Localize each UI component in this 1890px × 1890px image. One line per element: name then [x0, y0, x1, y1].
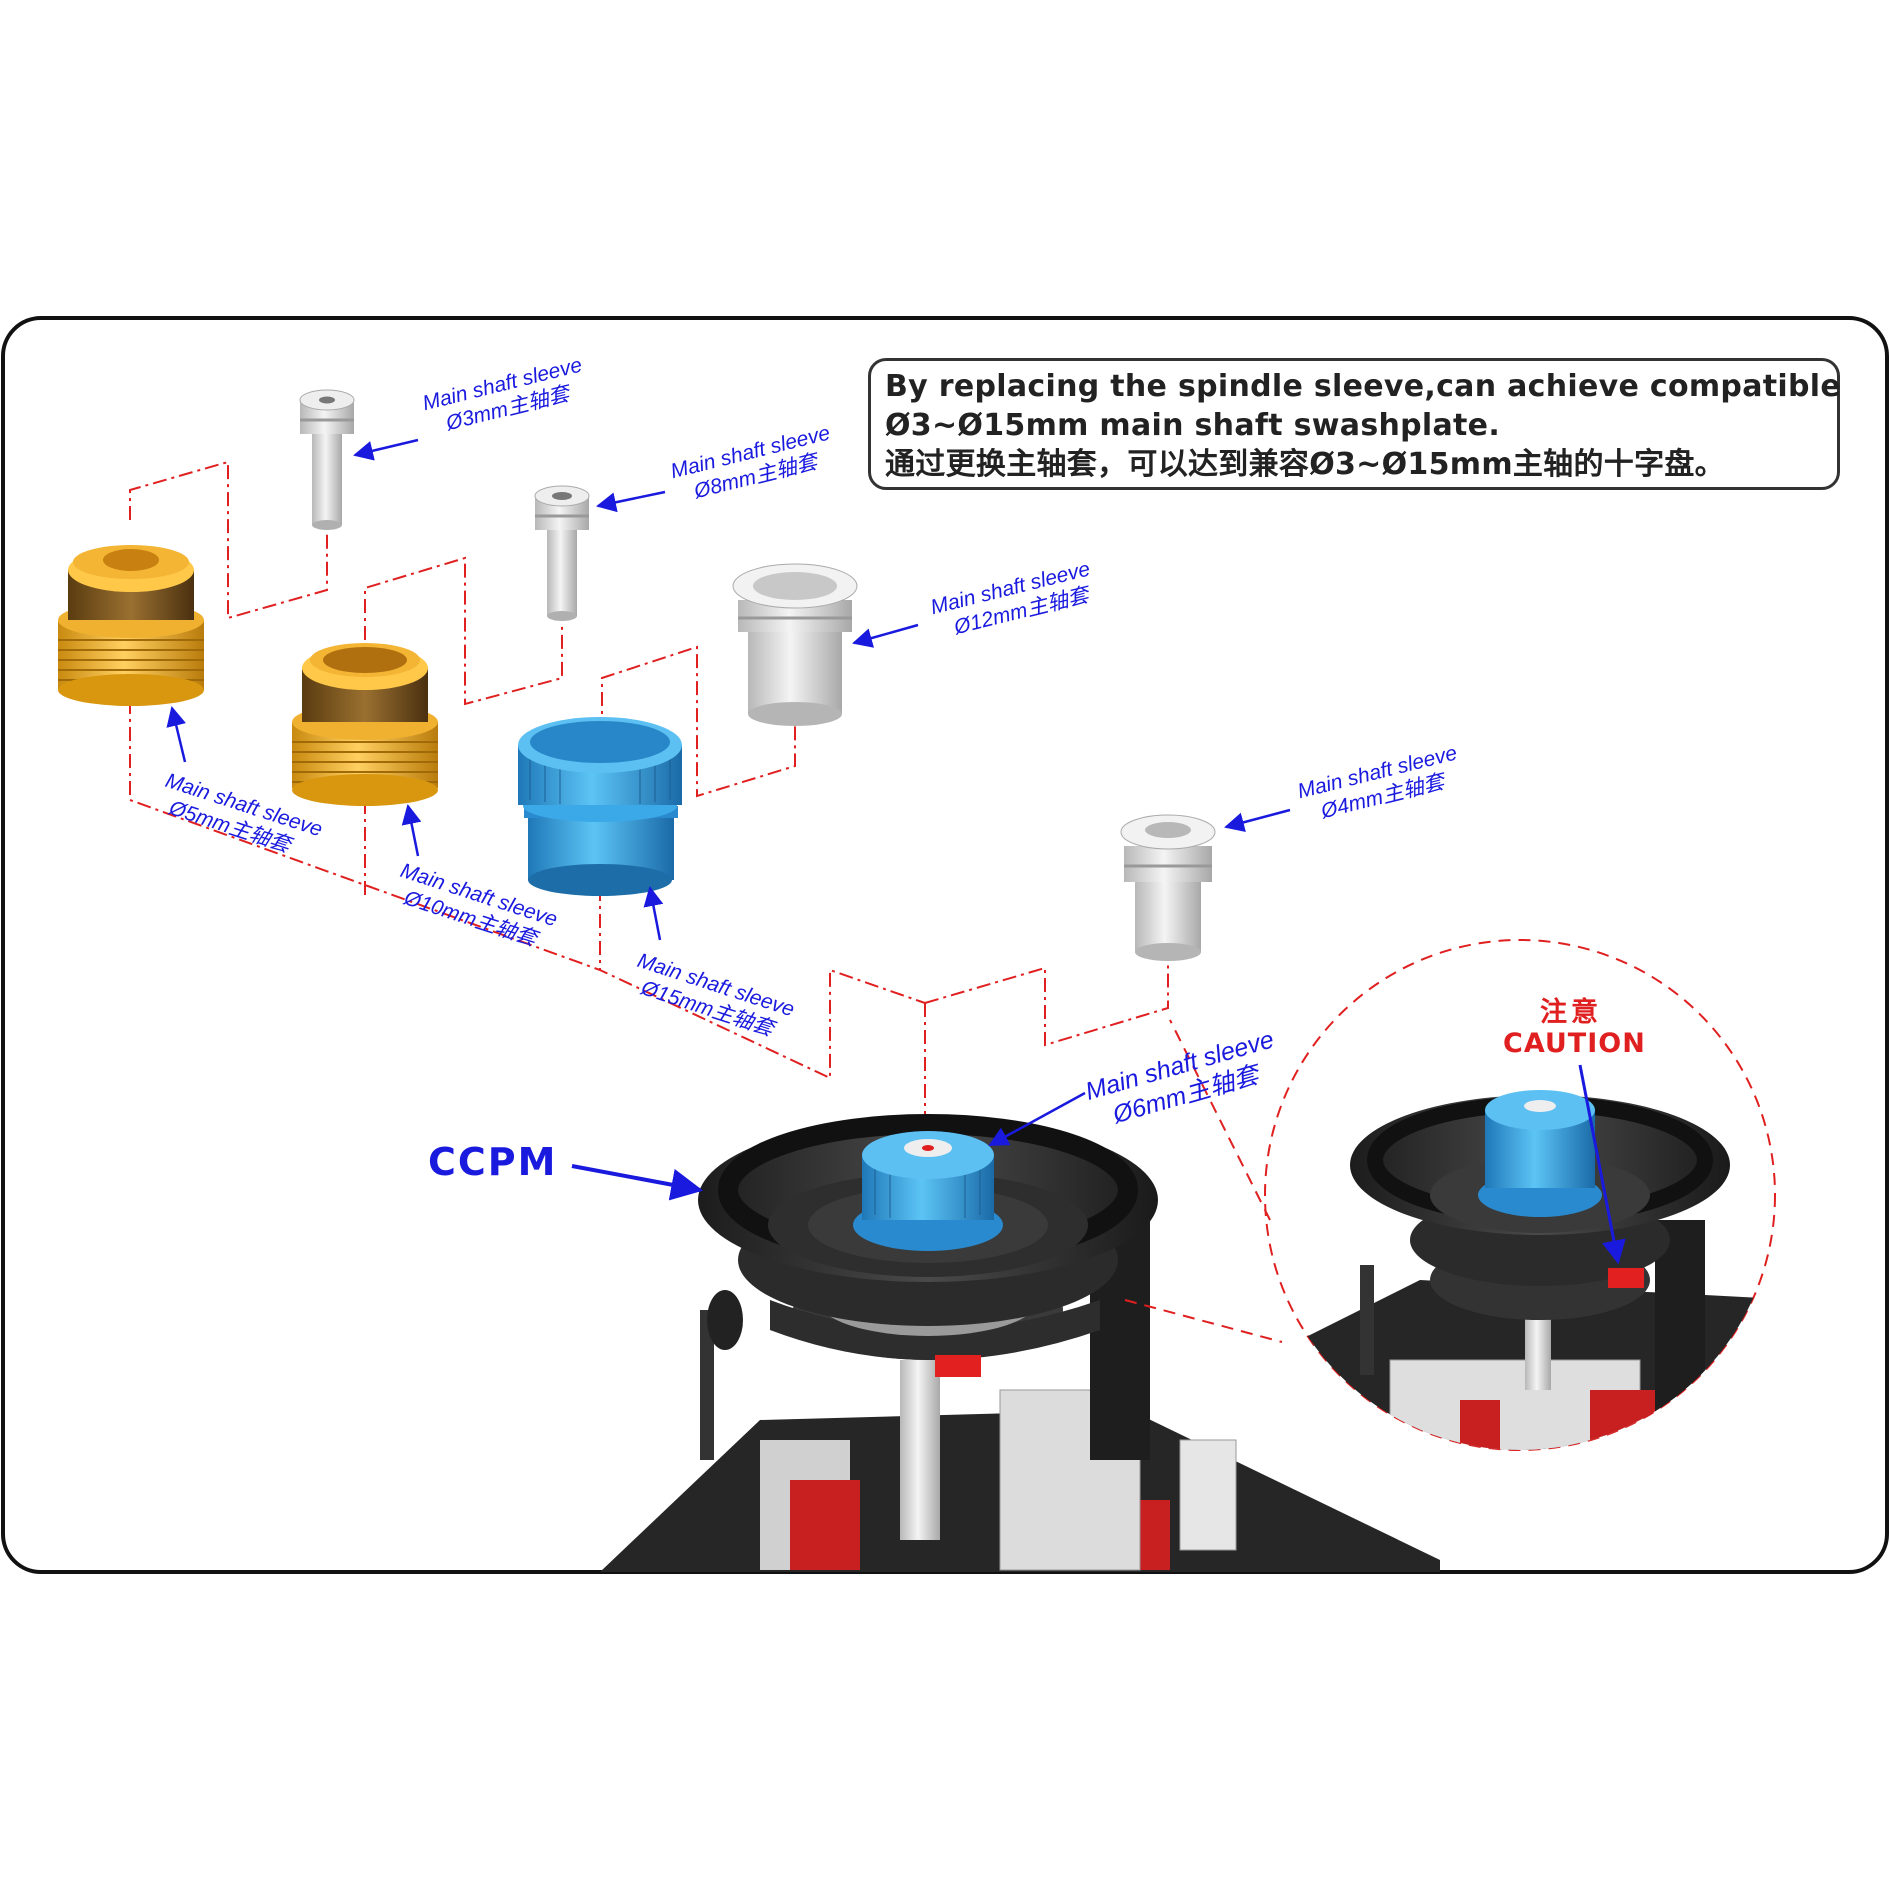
callout-arrow-icon	[1224, 808, 1291, 833]
ccpm-swashplate-assembly	[600, 1114, 1440, 1572]
ccpm-label: CCPM	[428, 1140, 558, 1184]
sleeve-12mm-silver	[732, 563, 858, 726]
callout-arrow-icon	[401, 804, 422, 857]
callout-arrow-icon	[988, 1091, 1086, 1147]
callout-arrow-icon	[852, 623, 919, 648]
callout-arrow-icon	[596, 490, 666, 513]
callout-arrow-icon	[166, 706, 187, 763]
info-box: By replacing the spindle sleeve,can achi…	[868, 358, 1841, 490]
info-line-3: 通过更换主轴套，可以达到兼容Ø3~Ø15mm主轴的十字盘。	[885, 447, 1725, 482]
sleeve-3mm-silver	[299, 389, 355, 530]
callout-arrow-icon	[353, 438, 419, 461]
callout-arrow-icon	[643, 886, 664, 941]
info-line-1: By replacing the spindle sleeve,can achi…	[885, 369, 1841, 404]
caution-arrow-icon	[1578, 1064, 1626, 1265]
caution-label-cn: 注意	[1540, 997, 1602, 1028]
ccpm-arrow-icon	[571, 1164, 704, 1201]
sleeve-8mm-silver	[534, 485, 590, 621]
sleeve-15mm-blue	[518, 717, 682, 896]
sleeve-4mm-silver	[1120, 814, 1216, 961]
caution-label-en: CAUTION	[1503, 1028, 1646, 1059]
sleeve-10mm-gold	[292, 643, 438, 806]
sleeve-5mm-gold	[58, 545, 204, 706]
callout-arrows	[166, 438, 1626, 1265]
assembly-dashlines	[129, 460, 1271, 1221]
info-line-2: Ø3~Ø15mm main shaft swashplate.	[885, 408, 1501, 443]
detail-leader-line	[1124, 1299, 1283, 1343]
